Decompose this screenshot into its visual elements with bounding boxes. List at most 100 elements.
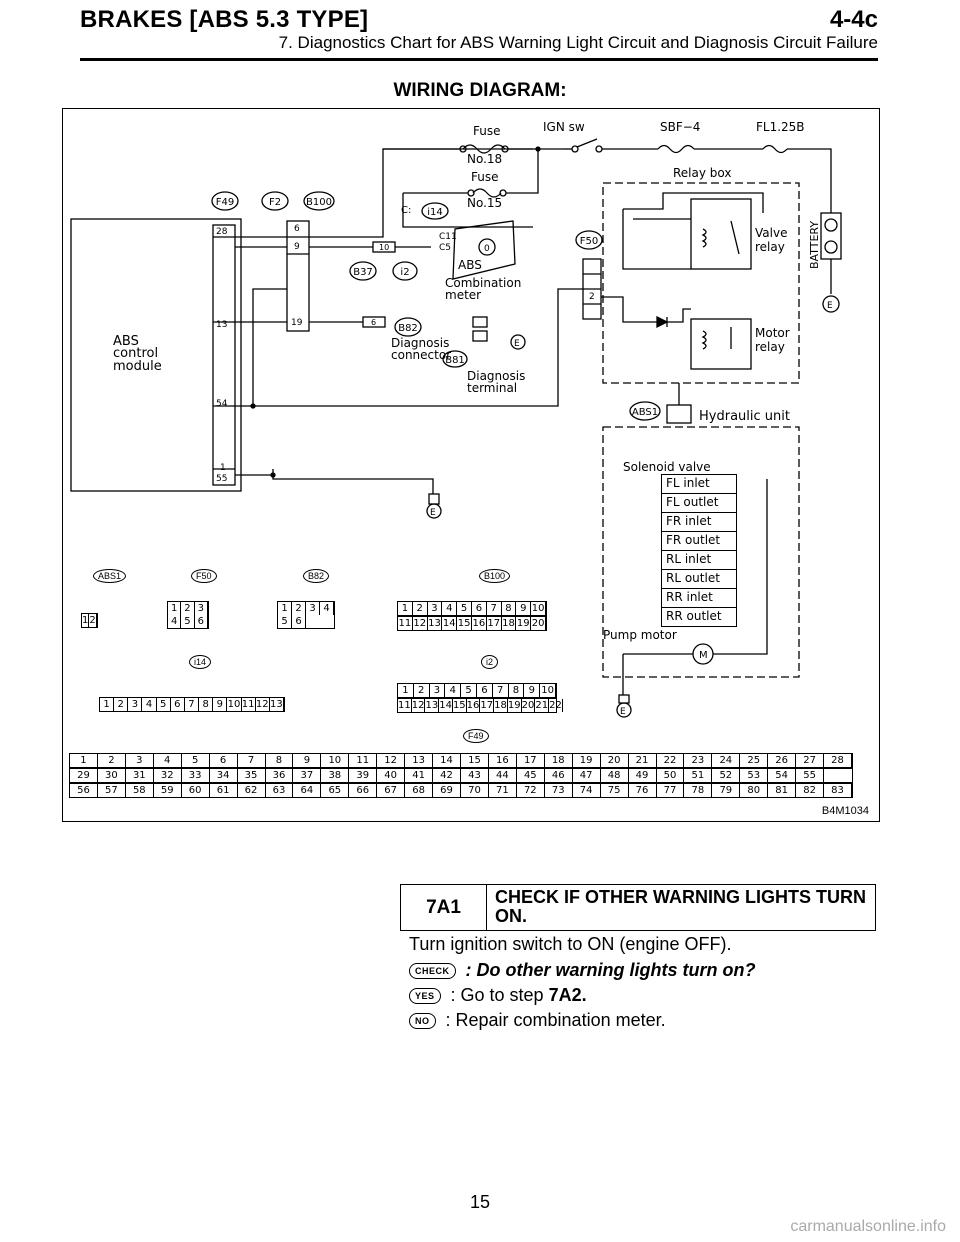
ign-sw-label: IGN sw [543, 120, 585, 134]
pin-cell: 16 [472, 617, 487, 630]
pin-cell: 81 [768, 784, 797, 797]
f2-oval [261, 191, 289, 211]
pin-cell: 35 [238, 769, 266, 782]
watermark: carmanualsonline.info [790, 1218, 946, 1235]
wiring-diagram-svg: ABS control module 28 13 54 1 55 F49 F2 … [70, 120, 842, 718]
abs1-label: ABS1 [632, 407, 658, 418]
pin-cell: 2 [181, 602, 195, 615]
pin-cell: 8 [199, 698, 214, 711]
pin-cell: 9 [516, 602, 532, 615]
pin-cell: 66 [349, 784, 378, 797]
e-ground-2: E [430, 508, 436, 518]
pin-cell: 11 [349, 754, 378, 767]
motor-relay-label-2: relay [755, 340, 785, 354]
pin-cell: 46 [545, 769, 573, 782]
pin-54: 54 [216, 399, 228, 409]
pin-cell: 29 [70, 769, 98, 782]
b100-layout-oval: B100 [479, 569, 511, 583]
header-rule [80, 58, 878, 61]
fuse15-title: Fuse [471, 170, 499, 184]
yes-icon: YES [409, 987, 441, 1004]
wiring-diagram: ABS control module 28 13 54 1 55 F49 F2 … [62, 108, 880, 822]
check-question: : Do other warning lights turn on? [465, 960, 756, 980]
pin-cell: 55 [796, 769, 825, 782]
pin-cell: 5 [461, 684, 477, 697]
pin-13: 13 [216, 320, 227, 330]
pin-cell: 52 [712, 769, 741, 782]
pin-cell: 33 [182, 769, 210, 782]
pin-cell: 32 [154, 769, 182, 782]
i14-layout-oval: i14 [189, 655, 212, 669]
pin-cell: 6 [195, 615, 208, 628]
diagram-title: WIRING DIAGRAM: [393, 80, 567, 101]
pin-cell: 15 [452, 699, 467, 712]
solenoid-item: FL outlet [661, 494, 737, 513]
pin-cell: 8 [509, 684, 525, 697]
pin-cell: 80 [740, 784, 769, 797]
pin-cell: 10 [321, 754, 350, 767]
e-ground-3: E [827, 301, 833, 311]
pin-cell: 19 [516, 617, 532, 630]
b82-pin [362, 316, 386, 328]
pin-cell: 3 [430, 684, 446, 697]
pin-cell: 12 [255, 698, 270, 711]
pin-cell: 17 [480, 699, 495, 712]
pin-cell: 2 [414, 684, 430, 697]
valve-relay-label-1: Valve [755, 226, 787, 240]
yes-row: YES : Go to step 7A2. [409, 985, 587, 1006]
b82-oval [394, 317, 422, 337]
solenoid-label: Solenoid valve [623, 460, 711, 474]
pin-1: 1 [220, 463, 226, 473]
pin-cell: 68 [405, 784, 434, 797]
diag-conn-label-1: Diagnosis [391, 336, 449, 350]
pin-cell: 71 [489, 784, 517, 797]
pin-cell: 12 [411, 699, 426, 712]
pin-cell: 17 [517, 754, 545, 767]
i2-layout-oval: i2 [481, 655, 499, 669]
pin-cell: 7 [487, 602, 502, 615]
section-number: 4-4c [829, 6, 878, 33]
comb-label-2: meter [445, 288, 481, 302]
b37-label: B37 [353, 267, 373, 278]
pin-cell: 57 [98, 784, 126, 797]
pin-cell: 6 [171, 698, 185, 711]
pin-cell: 82 [796, 784, 825, 797]
i2-oval [392, 261, 418, 281]
yes-step-link[interactable]: 7A2. [548, 985, 587, 1005]
pin-cell: 34 [210, 769, 238, 782]
pin-cell: 70 [461, 784, 489, 797]
f49-oval [211, 191, 239, 211]
f50-pin-2: 2 [589, 292, 595, 302]
pin-cell: 45 [517, 769, 545, 782]
battery-label: BATTERY [808, 221, 821, 269]
no-text: : Repair combination meter. [445, 1010, 666, 1030]
pin-cell: 14 [433, 754, 461, 767]
f2-pin-6: 6 [294, 224, 300, 234]
pin-cell: 44 [489, 769, 517, 782]
svg-text:M: M [699, 650, 708, 661]
fuse18-title: Fuse [473, 124, 501, 138]
pin-cell: 22 [657, 754, 685, 767]
pin-cell: 6 [292, 615, 306, 628]
diag-term-label-2: terminal [467, 381, 517, 395]
pin-cell: 5 [157, 698, 171, 711]
check-row: CHECK : Do other warning lights turn on? [409, 960, 755, 981]
f50-oval [575, 230, 603, 250]
pin-cell: 3 [128, 698, 143, 711]
pin-cell: 3 [126, 754, 154, 767]
pin-cell: 63 [266, 784, 294, 797]
pin-cell: 1 [278, 602, 292, 615]
pin-cell: 3 [306, 602, 320, 615]
pin-55: 55 [216, 474, 227, 484]
relay-box-label: Relay box [673, 166, 731, 180]
pin-cell: 6 [210, 754, 238, 767]
hydraulic-unit-box [602, 426, 800, 678]
pin-cell: 60 [182, 784, 210, 797]
fl-label: FL1.25B [756, 120, 805, 134]
pin-cell: 4 [142, 698, 157, 711]
b82-pin-label: 6 [371, 318, 376, 327]
pin-cell: 69 [433, 784, 461, 797]
pin-cell: 18 [494, 699, 508, 712]
